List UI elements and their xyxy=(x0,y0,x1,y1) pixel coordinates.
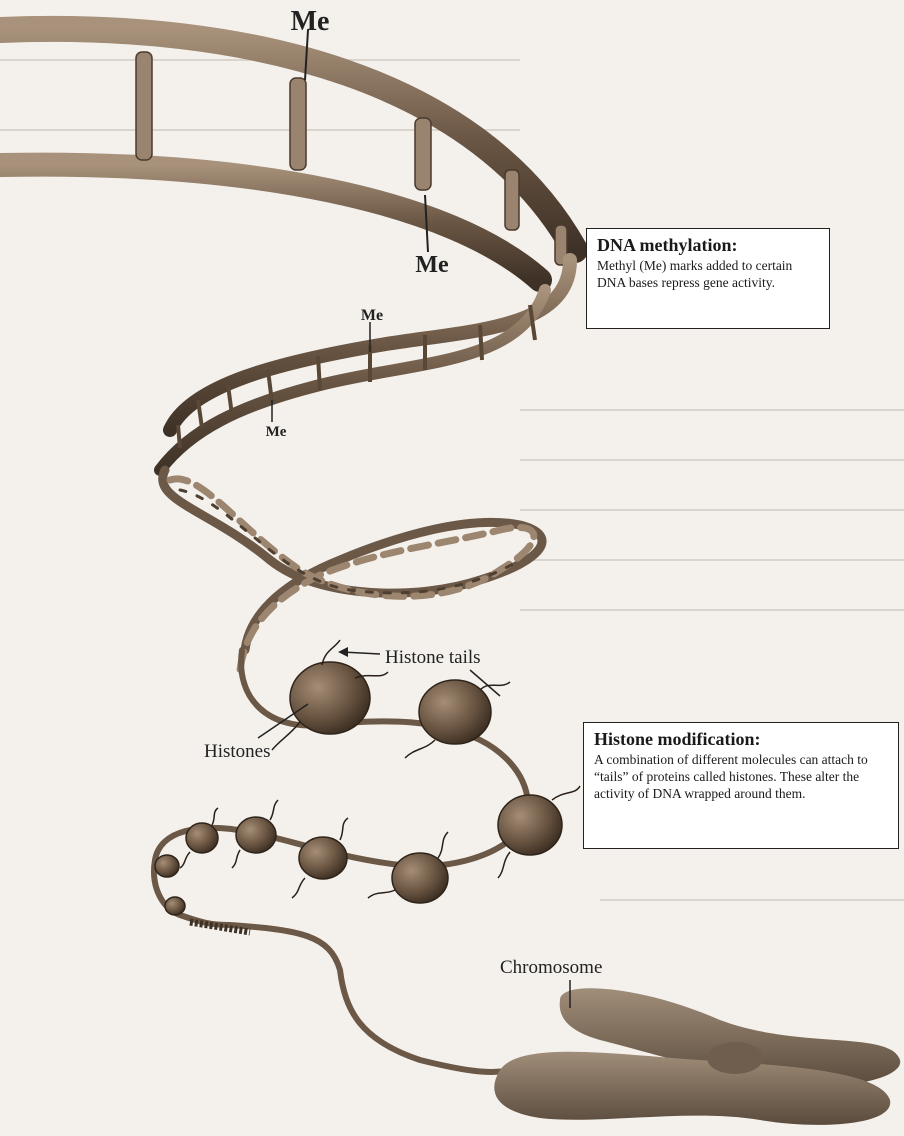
helix-strand-c xyxy=(180,490,520,593)
dna-methylation-callout: DNA methylation: Methyl (Me) marks added… xyxy=(586,228,830,329)
dna-ladder-medium xyxy=(160,260,570,470)
methyl-label-small-upper: Me xyxy=(361,307,383,324)
histone xyxy=(155,855,179,877)
dna-backbone-lower xyxy=(0,165,540,280)
histones-label: Histones xyxy=(204,741,271,762)
dna-backbone-upper xyxy=(0,29,575,250)
histone xyxy=(290,662,370,734)
helix-strand-a xyxy=(163,470,542,650)
dna-methylation-body: Methyl (Me) marks added to certain DNA b… xyxy=(597,258,819,292)
histone-tails-label: Histone tails xyxy=(385,647,481,668)
histone xyxy=(498,795,562,855)
histone-group xyxy=(155,662,562,915)
histone-modification-body: A combination of different molecules can… xyxy=(594,752,888,803)
histone xyxy=(299,837,347,879)
histone xyxy=(186,823,218,853)
histone-modification-title: Histone modification: xyxy=(594,729,888,750)
dna-double-helix xyxy=(163,470,542,670)
histone-modification-callout: Histone modification: A combination of d… xyxy=(583,722,899,849)
chromatin-fiber xyxy=(154,640,580,1072)
dna-ladder-large xyxy=(0,29,575,280)
histone-tails-arrowhead xyxy=(338,647,348,657)
chromosome-centromere xyxy=(707,1042,763,1074)
methyl-label-top: Me xyxy=(291,6,330,37)
chromosome-shape xyxy=(494,988,900,1125)
methyl-label-small-lower: Me xyxy=(266,424,287,440)
histone xyxy=(236,817,276,853)
methyl-label-mid: Me xyxy=(415,252,449,278)
dna-backbone-mid-lower xyxy=(160,290,545,470)
helix-strand-b xyxy=(170,479,534,670)
chromosome-label: Chromosome xyxy=(500,957,602,978)
dna-methylation-title: DNA methylation: xyxy=(597,235,819,256)
histone xyxy=(392,853,448,903)
histone xyxy=(165,897,185,915)
